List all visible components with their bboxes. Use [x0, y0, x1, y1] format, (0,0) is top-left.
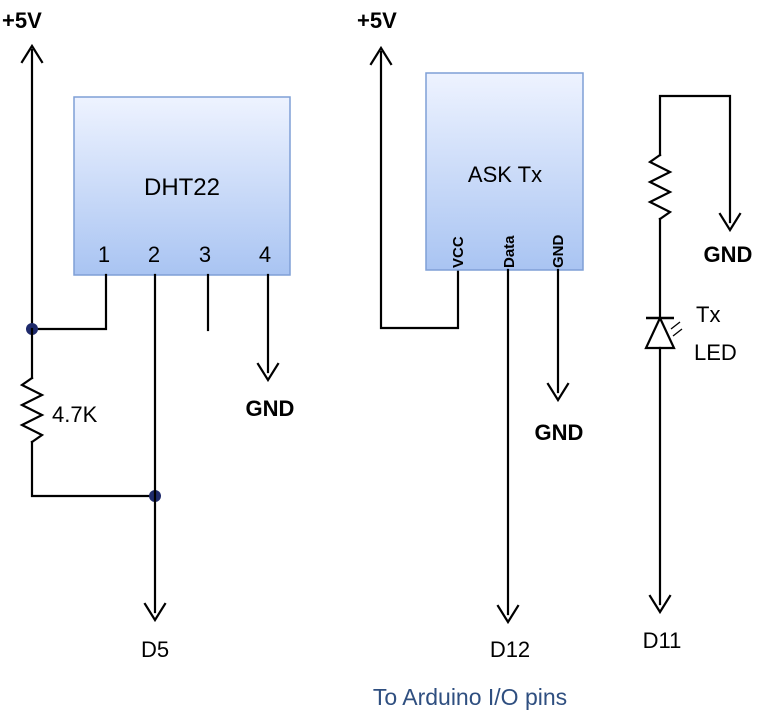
ask-output-label: D12 [490, 637, 530, 662]
led-label-line2: LED [694, 340, 737, 365]
ask-pin-gnd: GND [550, 235, 567, 269]
dht22-chip-name: DHT22 [144, 174, 220, 201]
dht22-pin-4: 4 [259, 242, 271, 267]
resistor-label: 4.7K [52, 402, 98, 427]
dht22-pin-2: 2 [148, 242, 160, 267]
dht22-vcc-label: +5V [2, 8, 42, 33]
led-emission-arrow [670, 321, 681, 330]
led-label-line1: Tx [696, 302, 720, 327]
footer-caption: To Arduino I/O pins [373, 684, 567, 710]
led-branch: GND Tx LED D11 [643, 94, 753, 653]
dht22-vcc-arrowhead [20, 43, 44, 64]
led-output-label: D11 [643, 628, 682, 653]
ask-tx-chip-name: ASK Tx [468, 162, 542, 187]
ask-tx-chip [425, 72, 584, 271]
dht22-data-arrowhead [143, 602, 167, 623]
ask-gnd-label: GND [535, 420, 584, 445]
dht22-pin-3: 3 [199, 242, 211, 267]
dht22-gnd-label: GND [246, 396, 295, 421]
ask-vcc-arrowhead [369, 45, 393, 66]
dht22-chip [73, 96, 291, 276]
ask-vcc-wire [379, 50, 460, 330]
ask-data-arrowhead [496, 604, 520, 625]
dht22-pin1-wire [30, 273, 108, 331]
dht22-pin-1: 1 [98, 242, 110, 267]
ask-pin-vcc: VCC [450, 236, 467, 268]
led-gnd-wire [658, 94, 732, 224]
ask-gnd-arrowhead [546, 382, 570, 403]
ask-tx-section: +5V ASK Tx VCC Data GND D12 GND [357, 8, 584, 662]
ask-vcc-label: +5V [357, 8, 397, 33]
led-resistor-zigzag [647, 153, 673, 221]
ask-pin-data: Data [501, 235, 518, 268]
dht22-output-label: D5 [141, 637, 169, 662]
led-gnd-arrowhead [718, 212, 742, 233]
led-gnd-label: GND [704, 242, 753, 267]
dht22-section: +5V DHT22 1 2 3 4 4.7K D5 GND [2, 8, 294, 662]
led-output-arrowhead [648, 594, 672, 615]
led-emission-arrow [672, 328, 683, 337]
resistor-lead-bottom [30, 440, 157, 498]
resistor-zigzag [19, 376, 45, 444]
led-diode-triangle [644, 315, 676, 350]
dht22-gnd-arrowhead [256, 362, 280, 383]
